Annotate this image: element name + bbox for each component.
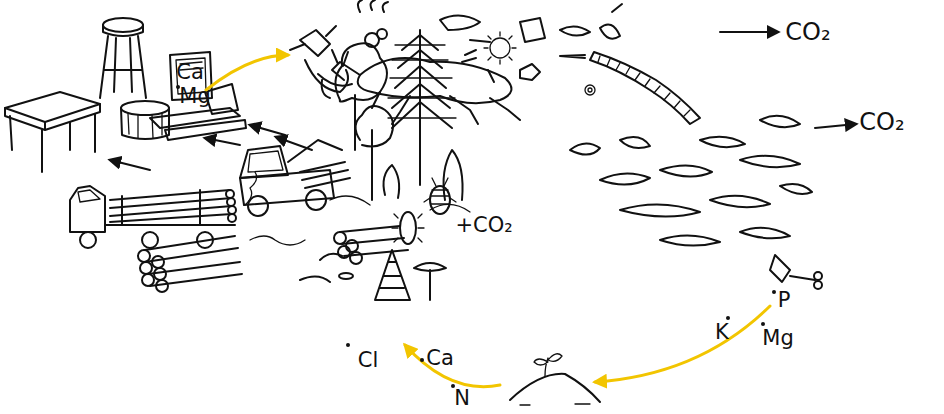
log-pile-drawing bbox=[138, 226, 408, 292]
stool-drawing bbox=[100, 18, 146, 98]
boards-drawing bbox=[150, 84, 246, 140]
element-label: P bbox=[778, 290, 791, 311]
table-drawing bbox=[5, 92, 100, 172]
animal-carcass-drawing bbox=[318, 50, 585, 124]
leaf-litter-drawing bbox=[570, 116, 822, 289]
element-label: N bbox=[454, 388, 470, 409]
element-label: Mg bbox=[179, 86, 210, 107]
element-label: +CO₂ bbox=[455, 215, 512, 236]
soil-sprout-drawing bbox=[510, 354, 600, 405]
element-label: CO₂ bbox=[785, 20, 830, 44]
decomposer-organisms-drawing bbox=[290, 0, 622, 92]
earthworm-drawing bbox=[585, 52, 700, 124]
stump-drawing bbox=[121, 101, 169, 139]
element-label: Mg bbox=[762, 328, 793, 349]
element-label: CO₂ bbox=[859, 110, 904, 134]
nutrient-flow-arrows bbox=[206, 55, 770, 387]
element-label: K bbox=[715, 322, 729, 343]
harvester-drawing bbox=[240, 140, 350, 216]
co2-release-arrows bbox=[720, 32, 856, 128]
element-label: Ca bbox=[426, 348, 454, 369]
soil-organisms-drawing bbox=[300, 178, 456, 300]
element-label: Cl bbox=[358, 350, 379, 371]
label-dots bbox=[176, 85, 776, 388]
element-label: Ca bbox=[176, 62, 204, 83]
